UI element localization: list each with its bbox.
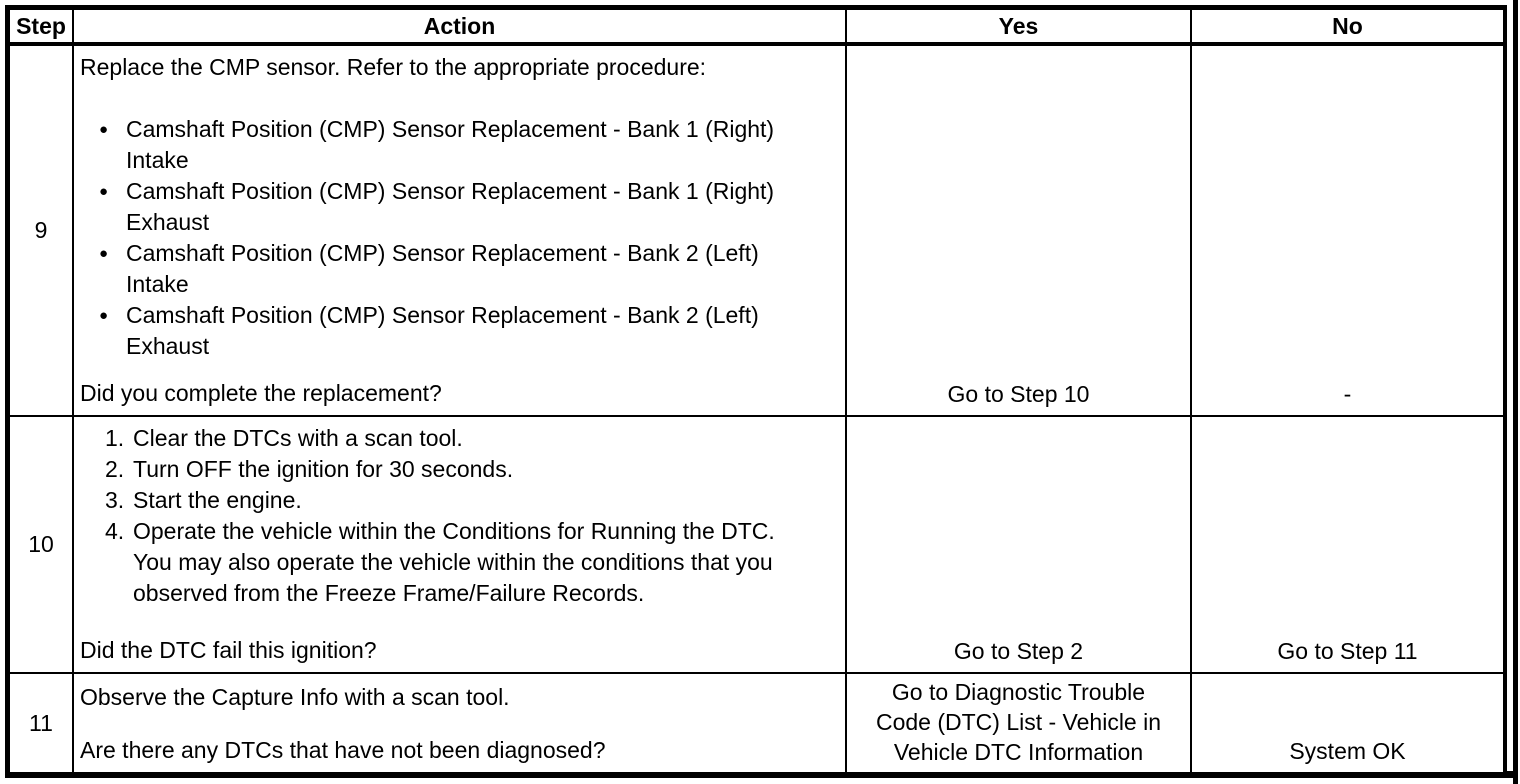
bullet-text: Camshaft Position (CMP) Sensor Replaceme… <box>126 176 837 238</box>
bullet-line: Intake <box>126 147 189 173</box>
bullet-line: Exhaust <box>126 333 210 359</box>
row-10-yes-cell: Go to Step 2 <box>847 417 1192 674</box>
row-9-no-cell: - <box>1192 46 1503 417</box>
bullet-text: Camshaft Position (CMP) Sensor Replaceme… <box>126 300 837 362</box>
header-yes-label: Yes <box>998 12 1039 39</box>
row-11-no-text: System OK <box>1289 738 1406 764</box>
row-11-no-cell: System OK <box>1192 674 1503 772</box>
header-action-label: Action <box>423 12 496 39</box>
bullet-text: Camshaft Position (CMP) Sensor Replaceme… <box>126 238 837 300</box>
list-number: 2. <box>105 456 125 482</box>
row-11-question: Are there any DTCs that have not been di… <box>80 737 606 763</box>
row-9-question: Did you complete the replacement? <box>80 380 442 406</box>
row-11-intro: Observe the Capture Info with a scan too… <box>80 684 510 710</box>
row-11-action-cell: Observe the Capture Info with a scan too… <box>74 674 847 772</box>
bullet-line: Camshaft Position (CMP) Sensor Replaceme… <box>126 178 775 204</box>
bullet-line: Intake <box>126 271 189 297</box>
list-item: 1. Clear the DTCs with a scan tool. <box>80 423 837 454</box>
row-9-intro: Replace the CMP sensor. Refer to the app… <box>80 54 707 80</box>
bullet-icon: ● <box>99 307 109 324</box>
bullet-line: Camshaft Position (CMP) Sensor Replaceme… <box>126 116 775 142</box>
list-item: ● Camshaft Position (CMP) Sensor Replace… <box>80 238 837 300</box>
list-item: ● Camshaft Position (CMP) Sensor Replace… <box>80 300 837 362</box>
list-item: 2. Turn OFF the ignition for 30 seconds. <box>80 454 837 485</box>
list-text: Clear the DTCs with a scan tool. <box>133 425 463 451</box>
list-number: 3. <box>105 487 125 513</box>
bullet-line: Camshaft Position (CMP) Sensor Replaceme… <box>126 302 759 328</box>
bullet-icon: ● <box>99 121 109 138</box>
yes-text-line: Code (DTC) List - Vehicle in <box>875 709 1162 735</box>
row-11-yes-text: Go to Diagnostic Trouble Code (DTC) List… <box>876 677 1161 767</box>
row-10-question: Did the DTC fail this ignition? <box>80 637 377 663</box>
header-no: No <box>1192 10 1503 46</box>
row-9-action-cell: Replace the CMP sensor. Refer to the app… <box>74 46 847 417</box>
row-9-step-number: 9 <box>34 217 48 243</box>
row-9-yes-cell: Go to Step 10 <box>847 46 1192 417</box>
yes-text-line: Go to Diagnostic Trouble <box>891 679 1146 705</box>
list-text-line: Operate the vehicle within the Condition… <box>133 518 775 544</box>
list-item: ● Camshaft Position (CMP) Sensor Replace… <box>80 176 837 238</box>
bullet-line: Camshaft Position (CMP) Sensor Replaceme… <box>126 240 759 266</box>
row-10-step-number: 10 <box>28 531 54 557</box>
bullet-text: Camshaft Position (CMP) Sensor Replaceme… <box>126 114 837 176</box>
bullet-icon: ● <box>99 245 109 262</box>
row-9-step-cell: 9 <box>10 46 74 417</box>
list-item: 4. Operate the vehicle within the Condit… <box>80 516 837 609</box>
list-text: Turn OFF the ignition for 30 seconds. <box>133 456 514 482</box>
row-10-action-cell: 1. Clear the DTCs with a scan tool. 2. T… <box>74 417 847 674</box>
diagnostic-table: Step Action Yes No 9 Replace the CMP sen… <box>5 5 1507 778</box>
row-10-step-cell: 10 <box>10 417 74 674</box>
header-action: Action <box>74 10 847 46</box>
bullet-icon: ● <box>99 183 109 200</box>
row-9-bullet-list: ● Camshaft Position (CMP) Sensor Replace… <box>80 114 837 362</box>
row-10-no-cell: Go to Step 11 <box>1192 417 1503 674</box>
list-number: 4. <box>105 518 125 544</box>
row-10-numbered-list: 1. Clear the DTCs with a scan tool. 2. T… <box>80 423 837 609</box>
row-11-step-cell: 11 <box>10 674 74 772</box>
list-text: Operate the vehicle within the Condition… <box>133 516 837 609</box>
row-9-yes-text: Go to Step 10 <box>947 381 1090 407</box>
list-text-line: observed from the Freeze Frame/Failure R… <box>133 580 645 606</box>
row-11-yes-cell: Go to Diagnostic Trouble Code (DTC) List… <box>847 674 1192 772</box>
page-edge-line <box>1513 0 1518 784</box>
header-no-label: No <box>1332 12 1363 39</box>
page-edge-line-connector <box>1505 771 1518 778</box>
bullet-line: Exhaust <box>126 209 210 235</box>
header-step: Step <box>10 10 74 46</box>
row-9-no-text: - <box>1343 381 1352 407</box>
row-10-no-text: Go to Step 11 <box>1277 638 1418 664</box>
list-number: 1. <box>105 425 125 451</box>
row-10-yes-text: Go to Step 2 <box>953 638 1084 664</box>
header-step-label: Step <box>16 12 66 39</box>
list-text-line: You may also operate the vehicle within … <box>133 549 773 575</box>
list-item: 3. Start the engine. <box>80 485 837 516</box>
list-text: Start the engine. <box>133 487 302 513</box>
header-yes: Yes <box>847 10 1192 46</box>
list-item: ● Camshaft Position (CMP) Sensor Replace… <box>80 114 837 176</box>
yes-text-line: Vehicle DTC Information <box>893 739 1144 765</box>
row-11-step-number: 11 <box>29 709 53 736</box>
